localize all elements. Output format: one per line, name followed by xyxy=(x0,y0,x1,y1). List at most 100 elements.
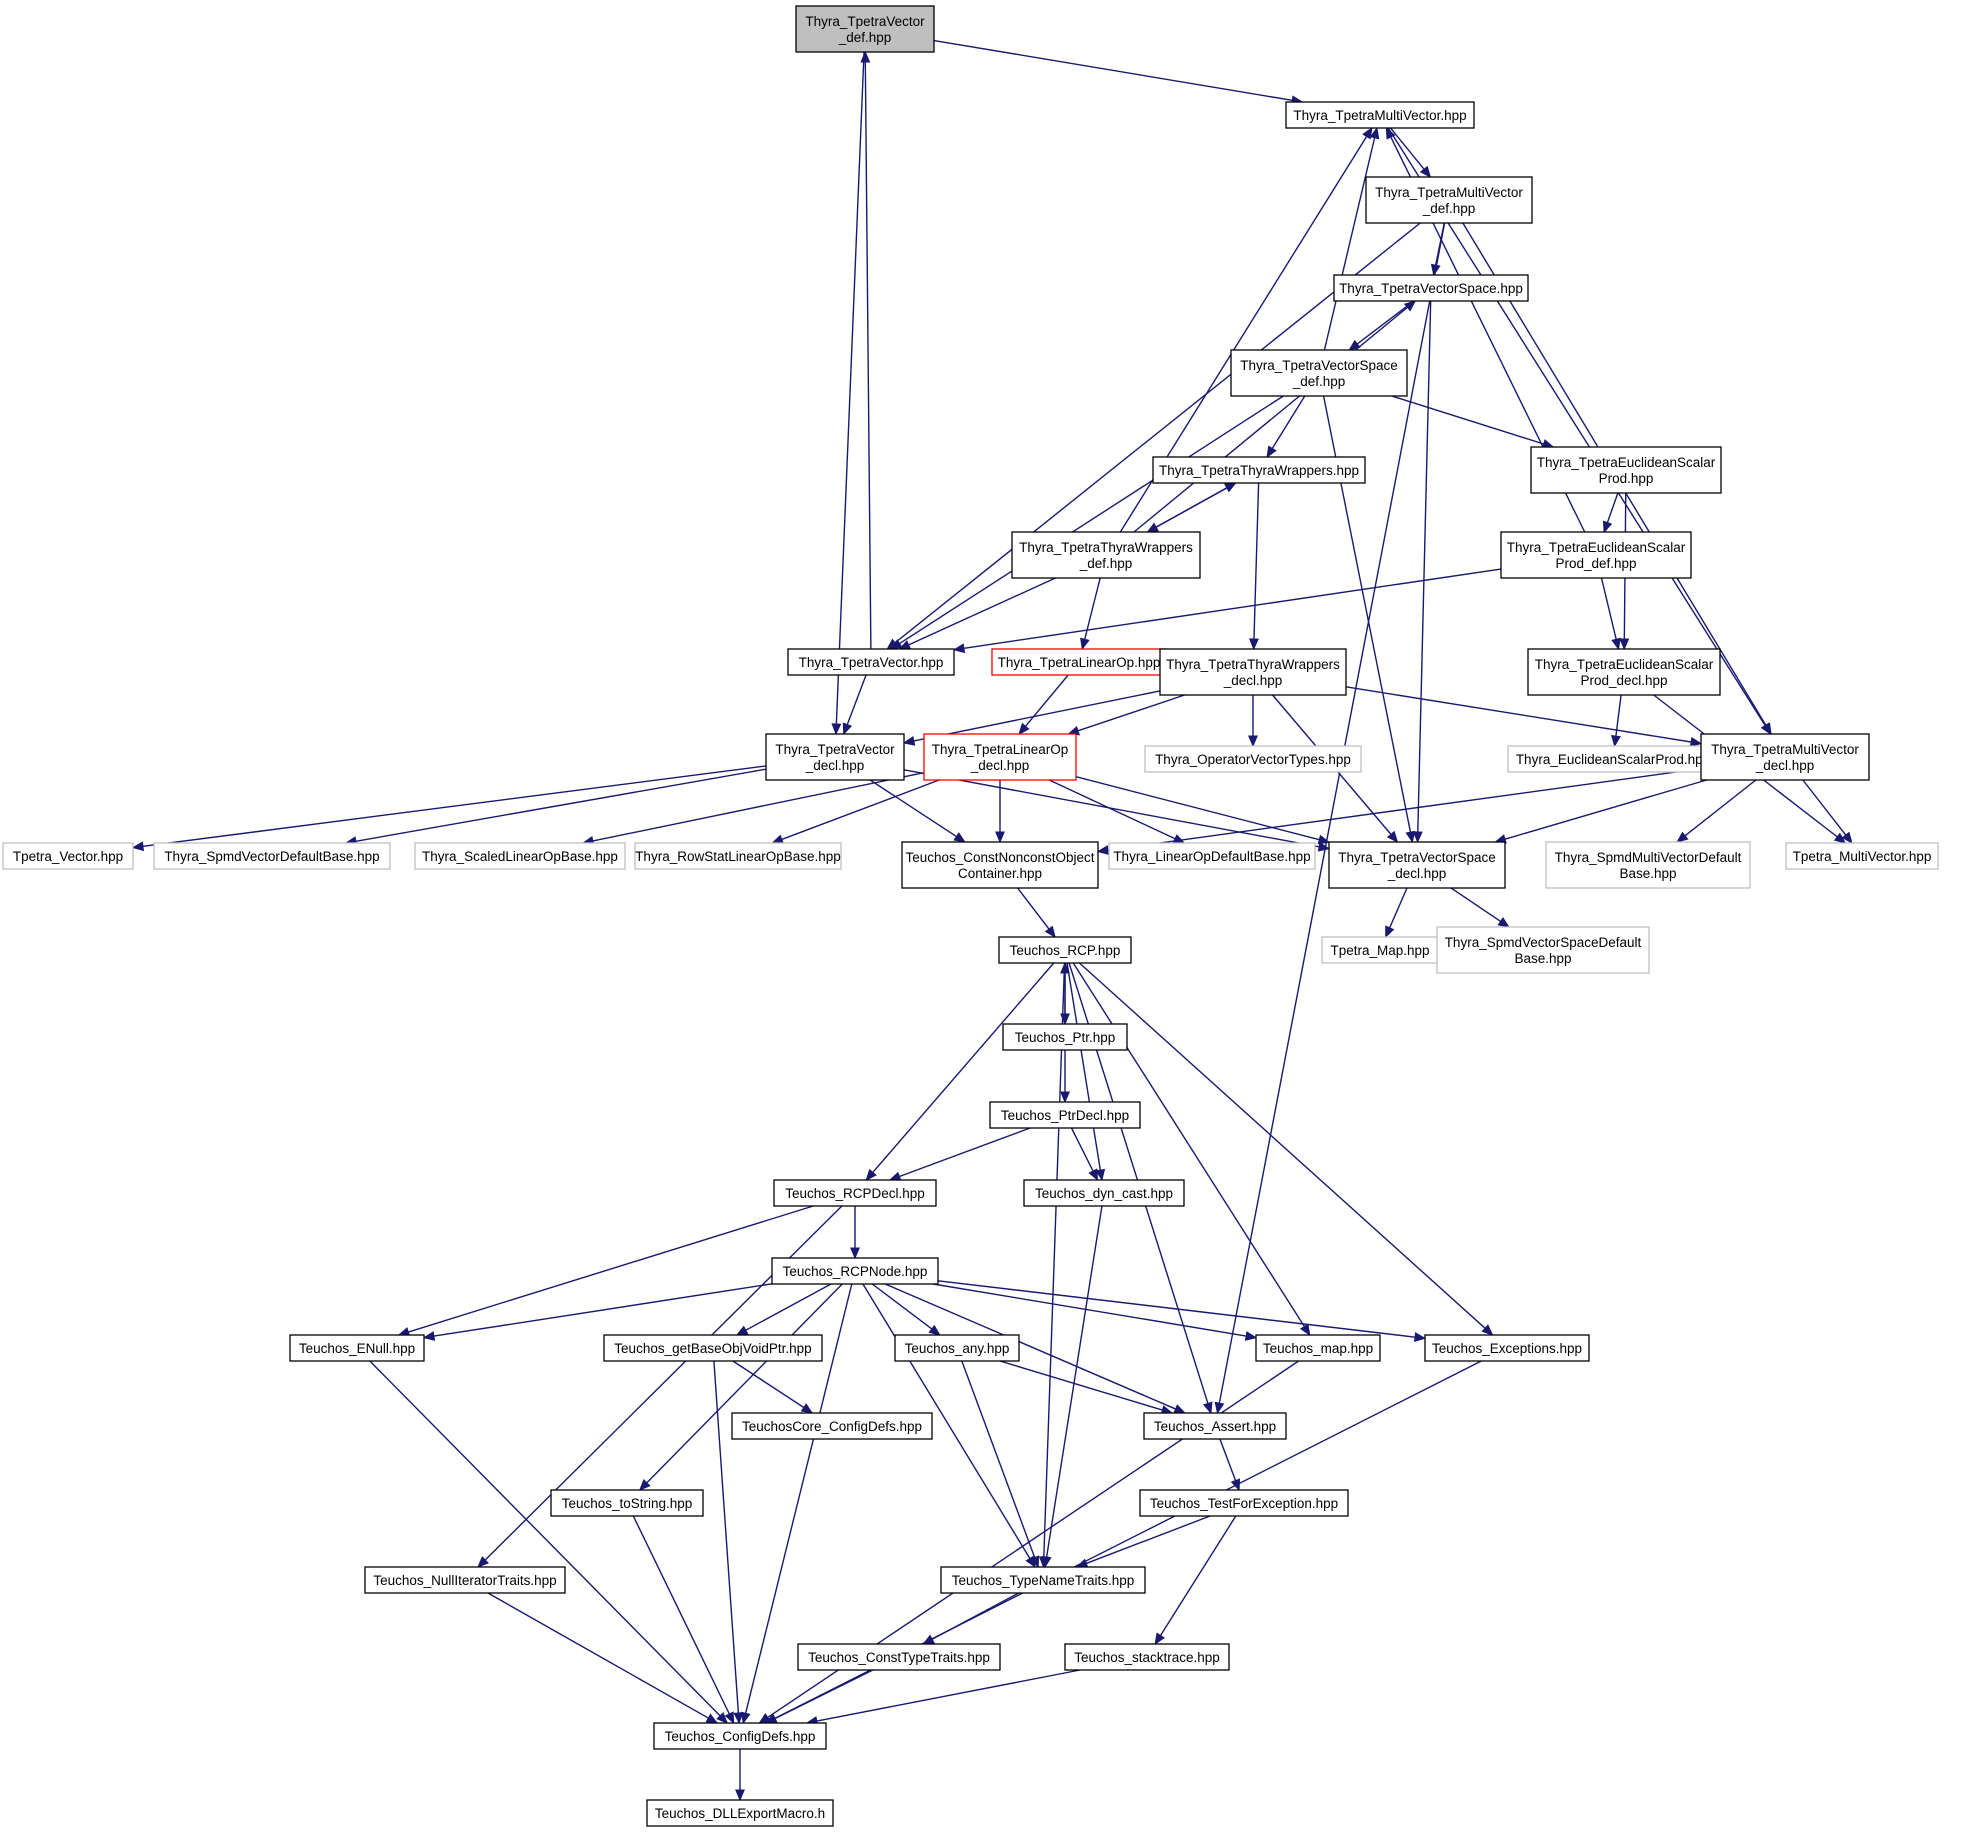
edge-any-to-tnt xyxy=(961,1360,1036,1558)
node-box xyxy=(923,733,1077,781)
file-node-ttw[interactable]: Thyra_TpetraThyraWrappers.hpp xyxy=(1152,456,1366,484)
arrowhead-rcpdecl-to-nit xyxy=(477,1556,490,1568)
edge-tvs-to-tvsdecl xyxy=(1417,300,1432,833)
edge-ptrdecl-to-dyncast xyxy=(1070,1127,1094,1172)
edge-ptrdecl-to-rcpdecl xyxy=(899,1127,1031,1178)
arrowhead-ptrdecl-to-rcpdecl xyxy=(888,1171,902,1181)
arrowhead-tv-to-tvdecl xyxy=(842,722,853,736)
file-node-map[interactable]: Teuchos_map.hpp xyxy=(1255,1334,1381,1362)
edge-tvdecl-to-svdb xyxy=(355,768,767,842)
edge-tesp-to-tespdef xyxy=(1606,492,1619,523)
arrowhead-tlo-to-tlodecl xyxy=(1018,722,1030,735)
file-node-dll[interactable]: Teuchos_DLLExportMacro.h xyxy=(646,1799,834,1827)
file-node-ttwdecl[interactable]: Thyra_TpetraThyraWrappers_decl.hpp xyxy=(1159,648,1347,696)
edge-tespdef-to-tv xyxy=(963,568,1502,649)
edge-tlodecl-to-tvsdecl xyxy=(1075,776,1320,841)
file-node-st[interactable]: Teuchos_stacktrace.hpp xyxy=(1064,1643,1230,1671)
arrowhead-tmvdecl-to-smvdb xyxy=(1676,831,1689,843)
arrowhead-rcpnode-to-any xyxy=(928,1324,941,1336)
edge-ttwdef-to-tlo xyxy=(1084,577,1101,640)
file-node-tostr[interactable]: Teuchos_toString.hpp xyxy=(550,1489,704,1517)
node-label: Teuchos_PtrDecl.hpp xyxy=(1001,1108,1129,1123)
edge-tmv-to-tmvdecl xyxy=(1387,127,1766,726)
arrowhead-rcp-to-rcpdecl xyxy=(865,1168,877,1181)
file-node-ovt: Thyra_OperatorVectorTypes.hpp xyxy=(1144,745,1362,773)
edge-enull-to-cfg xyxy=(369,1360,721,1717)
file-node-any[interactable]: Teuchos_any.hpp xyxy=(894,1334,1020,1362)
node-label: Thyra_TpetraEuclideanScalar xyxy=(1535,657,1714,672)
file-node-dyncast[interactable]: Teuchos_dyn_cast.hpp xyxy=(1023,1179,1185,1207)
file-node-tmv[interactable]: Thyra_TpetraMultiVector.hpp xyxy=(1285,101,1475,129)
node-box xyxy=(603,1334,823,1362)
arrowhead-gbovp-to-cfg xyxy=(733,1712,744,1725)
arrowhead-rcp-to-dyncast xyxy=(1095,1168,1106,1182)
file-node-ptrdecl[interactable]: Teuchos_PtrDecl.hpp xyxy=(989,1101,1141,1129)
arrowhead-tlodecl-to-cnoc xyxy=(995,831,1005,844)
node-label: Thyra_TpetraVector xyxy=(775,742,895,757)
node-box xyxy=(153,842,391,870)
node-box xyxy=(1143,1412,1287,1440)
arrowhead-ptr-to-ptrdecl xyxy=(1060,1091,1070,1104)
node-label: Thyra_TpetraVector xyxy=(805,14,925,29)
file-node-tvdef[interactable]: Thyra_TpetraVector_def.hpp xyxy=(795,5,935,53)
file-node-ctt[interactable]: Teuchos_ConstTypeTraits.hpp xyxy=(797,1643,1001,1671)
file-node-nit[interactable]: Teuchos_NullIteratorTraits.hpp xyxy=(364,1566,566,1594)
arrowhead-ptrdecl-to-dyncast xyxy=(1088,1168,1099,1182)
file-node-tvsdecl[interactable]: Thyra_TpetraVectorSpace_decl.hpp xyxy=(1328,841,1506,889)
file-node-slob: Thyra_ScaledLinearOpBase.hpp xyxy=(414,842,626,870)
node-box xyxy=(1328,841,1506,889)
edge-tespdef-to-tespdecl xyxy=(1600,577,1617,640)
file-node-tmvdecl[interactable]: Thyra_TpetraMultiVector_decl.hpp xyxy=(1700,733,1870,781)
node-label: Thyra_TpetraLinearOp xyxy=(932,742,1069,757)
file-node-rcpnode[interactable]: Teuchos_RCPNode.hpp xyxy=(771,1257,939,1285)
file-node-enull[interactable]: Teuchos_ENull.hpp xyxy=(289,1334,425,1362)
file-node-ptr[interactable]: Teuchos_Ptr.hpp xyxy=(1002,1023,1128,1051)
node-box xyxy=(1321,936,1439,964)
node-box xyxy=(1527,648,1721,696)
file-node-tfe[interactable]: Teuchos_TestForException.hpp xyxy=(1139,1489,1349,1517)
arrowhead-tesp-to-tespdef xyxy=(1602,520,1613,534)
file-node-tmvdef[interactable]: Thyra_TpetraMultiVector_def.hpp xyxy=(1365,176,1533,224)
node-label: Thyra_TpetraVectorSpace xyxy=(1240,358,1398,373)
node-label: Teuchos_getBaseObjVoidPtr.hpp xyxy=(614,1341,811,1356)
edge-tv-to-tvdef xyxy=(864,61,872,650)
arrowhead-enull-to-cfg xyxy=(716,1712,729,1724)
arrowhead-tvs-to-tvsdef xyxy=(1348,339,1361,351)
node-label: _decl.hpp xyxy=(970,758,1030,773)
file-node-tvs[interactable]: Thyra_TpetraVectorSpace.hpp xyxy=(1333,274,1529,302)
edge-dyncast-to-tnt xyxy=(1045,1205,1103,1558)
file-node-gbovp[interactable]: Teuchos_getBaseObjVoidPtr.hpp xyxy=(603,1334,823,1362)
arrowhead-rcpnode-to-exc xyxy=(1413,1332,1427,1343)
file-node-tvdecl[interactable]: Thyra_TpetraVector_decl.hpp xyxy=(765,733,905,781)
arrowhead-tesp-to-tespdecl xyxy=(1619,638,1630,651)
node-layer: Thyra_TpetraVector_def.hppThyra_TpetraMu… xyxy=(2,5,1939,1827)
edge-ttwdef-to-tvs xyxy=(1133,306,1408,533)
file-node-tpmv: Tpetra_MultiVector.hpp xyxy=(1785,842,1939,870)
file-node-exc[interactable]: Teuchos_Exceptions.hpp xyxy=(1424,1334,1590,1362)
file-node-cfg[interactable]: Teuchos_ConfigDefs.hpp xyxy=(653,1722,827,1750)
file-node-corecfg[interactable]: TeuchosCore_ConfigDefs.hpp xyxy=(731,1412,933,1440)
arrowhead-tvdef-to-tvdecl xyxy=(831,723,842,736)
file-node-tv[interactable]: Thyra_TpetraVector.hpp xyxy=(787,648,955,676)
node-box xyxy=(1333,274,1529,302)
node-box xyxy=(989,1101,1141,1129)
edge-ctt-to-cfg xyxy=(774,1669,874,1720)
node-label: Teuchos_Exceptions.hpp xyxy=(1432,1341,1582,1356)
node-label: Thyra_TpetraVectorSpace xyxy=(1338,850,1496,865)
file-node-ttwdef[interactable]: Thyra_TpetraThyraWrappers_def.hpp xyxy=(1011,531,1201,579)
file-node-tvsdef[interactable]: Thyra_TpetraVectorSpace_def.hpp xyxy=(1230,349,1408,397)
node-label: Thyra_TpetraMultiVector xyxy=(1375,185,1523,200)
file-node-tlo[interactable]: Thyra_TpetraLinearOp.hpp xyxy=(991,648,1167,676)
file-node-assert[interactable]: Teuchos_Assert.hpp xyxy=(1143,1412,1287,1440)
node-label: Teuchos_any.hpp xyxy=(905,1341,1010,1356)
file-node-rcpdecl[interactable]: Teuchos_RCPDecl.hpp xyxy=(773,1179,937,1207)
file-node-tlodecl[interactable]: Thyra_TpetraLinearOp_decl.hpp xyxy=(923,733,1077,781)
file-node-tnt[interactable]: Teuchos_TypeNameTraits.hpp xyxy=(940,1566,1146,1594)
arrowhead-tespdecl-to-esp xyxy=(1611,734,1621,748)
file-node-rcp[interactable]: Teuchos_RCP.hpp xyxy=(998,936,1132,964)
